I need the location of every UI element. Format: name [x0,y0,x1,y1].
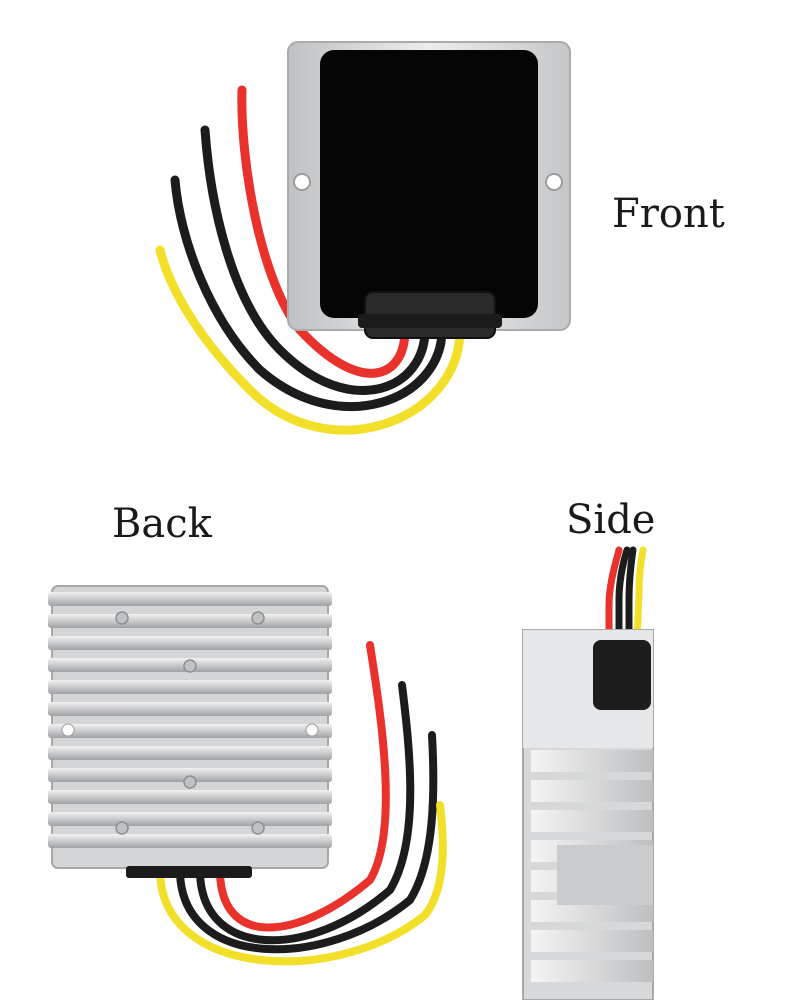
mounting-hole-icon [293,173,311,191]
front-view-illustration [155,41,571,435]
side-wires [605,546,647,689]
black-wire [176,731,438,954]
mounting-hole-icon [305,723,319,737]
cable-grommet [126,866,252,878]
side-label: Side [566,497,656,543]
heatsink-fins [48,592,332,848]
side-view-illustration [522,546,654,1000]
black-wire [625,546,637,659]
front-label: Front [612,191,725,237]
front-panel [320,50,538,318]
cable-grommet [593,640,651,710]
yellow-wire [155,245,465,435]
mounting-hole-icon [61,723,75,737]
mounting-hole-icon [545,173,563,191]
black-wire [196,681,415,945]
black-wire [200,125,430,395]
back-view-illustration [48,585,447,966]
red-wire [216,641,390,932]
yellow-wire [156,801,447,966]
red-wire [605,546,623,659]
back-wires [156,641,447,966]
back-label: Back [112,501,212,547]
screw-icons [115,611,265,835]
yellow-wire [631,546,647,689]
black-wire [170,175,447,412]
front-wires [155,85,465,435]
black-wire [615,546,631,659]
